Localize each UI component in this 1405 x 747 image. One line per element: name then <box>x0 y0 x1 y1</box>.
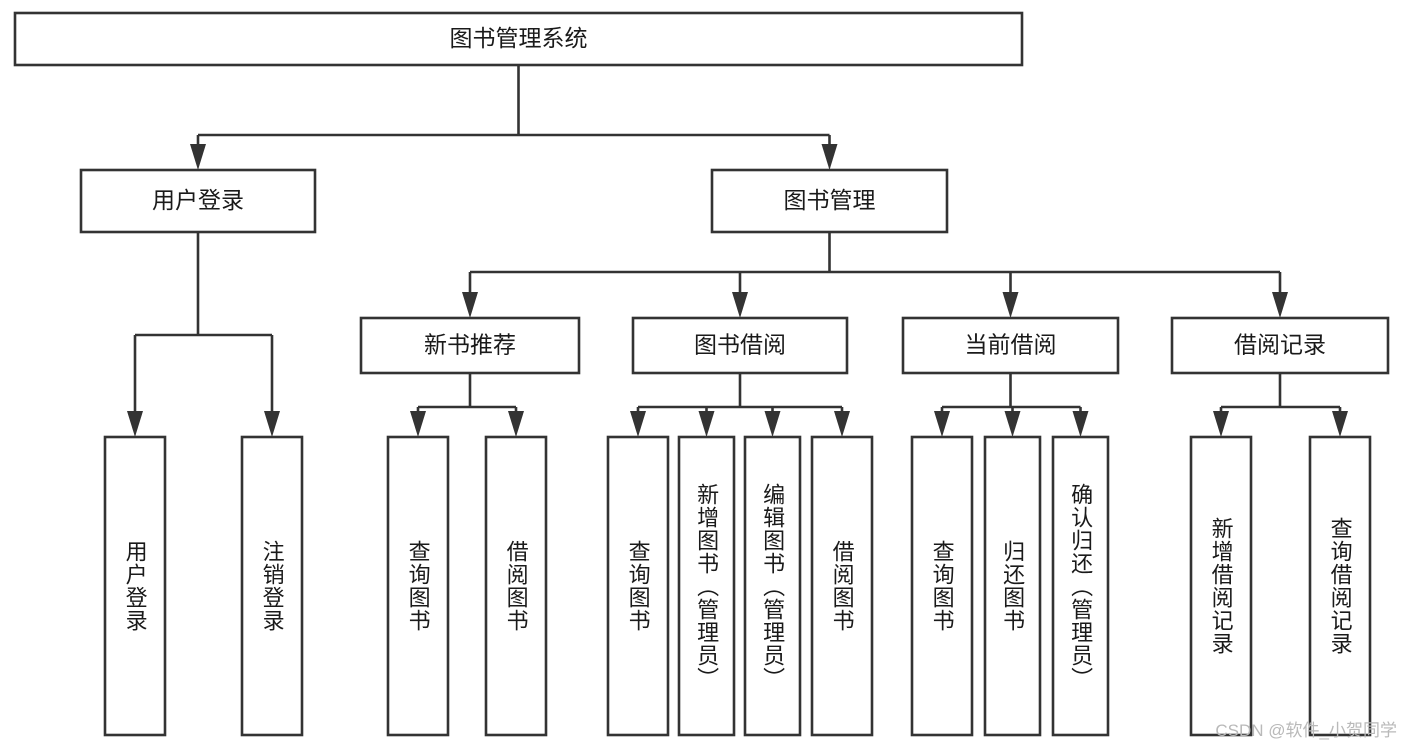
arrow-head-icon <box>934 411 950 437</box>
node-leaf-add-book[interactable] <box>677 435 736 737</box>
node-box[interactable] <box>1308 435 1372 737</box>
arrow-head-icon <box>1004 411 1021 437</box>
node-box[interactable] <box>1051 435 1110 737</box>
node-label: 图书借阅 <box>694 332 786 358</box>
arrow-head-icon <box>698 411 715 437</box>
arrow-head-icon <box>834 411 850 437</box>
node-label: 借阅记录 <box>1234 332 1326 358</box>
node-box[interactable] <box>743 435 802 737</box>
node-box[interactable] <box>901 316 1120 375</box>
arrow-head-icon <box>764 411 781 437</box>
node-leaf-edit-book[interactable] <box>743 435 802 737</box>
node-leaf-query-book-2[interactable] <box>606 435 670 737</box>
arrow-head-icon <box>732 292 748 318</box>
node-label: 图书管理 <box>784 187 876 213</box>
edge-layer <box>127 65 1348 437</box>
node-box[interactable] <box>606 435 670 737</box>
node-leaf-add-borrow-record[interactable] <box>1189 435 1253 737</box>
node-label: 用户登录 <box>152 187 244 213</box>
arrow-head-icon <box>508 411 524 437</box>
node-box[interactable] <box>240 435 304 737</box>
node-leaf-user-login[interactable] <box>103 435 167 737</box>
node-box[interactable] <box>1170 316 1390 375</box>
node-root[interactable]: 图书管理系统 <box>13 11 1024 67</box>
node-box[interactable] <box>484 435 548 737</box>
arrow-head-icon <box>127 411 143 437</box>
node-label: 当前借阅 <box>965 332 1057 358</box>
arrow-head-icon <box>630 411 646 437</box>
node-user-login[interactable]: 用户登录 <box>79 168 317 234</box>
node-box[interactable] <box>13 11 1024 67</box>
arrow-head-icon <box>264 411 280 437</box>
node-box[interactable] <box>631 316 849 375</box>
arrow-head-icon <box>1332 411 1348 437</box>
watermark: CSDN @软件_小贺同学 <box>1215 721 1397 740</box>
node-leaf-borrow-book-2[interactable] <box>810 435 874 737</box>
node-label: 图书管理系统 <box>450 25 588 51</box>
arrow-head-icon <box>1272 292 1288 318</box>
arrow-head-icon <box>1072 411 1089 437</box>
node-leaf-query-book-1[interactable] <box>386 435 450 737</box>
arrow-head-icon <box>821 144 838 170</box>
node-box[interactable] <box>103 435 167 737</box>
node-book-manage[interactable]: 图书管理 <box>710 168 949 234</box>
node-box[interactable] <box>1189 435 1253 737</box>
arrow-head-icon <box>462 292 478 318</box>
node-leaf-logout-login[interactable] <box>240 435 304 737</box>
arrow-head-icon <box>410 411 426 437</box>
node-box[interactable] <box>983 435 1042 737</box>
node-box[interactable] <box>386 435 450 737</box>
node-book-borrow[interactable]: 图书借阅 <box>631 316 849 375</box>
node-box[interactable] <box>810 435 874 737</box>
arrow-head-icon <box>190 144 206 170</box>
arrow-head-icon <box>1213 411 1229 437</box>
node-leaf-borrow-book-1[interactable] <box>484 435 548 737</box>
node-borrow-record[interactable]: 借阅记录 <box>1170 316 1390 375</box>
node-leaf-query-book-3[interactable] <box>910 435 974 737</box>
node-box[interactable] <box>910 435 974 737</box>
node-leaf-query-borrow-record[interactable] <box>1308 435 1372 737</box>
node-leaf-return-book[interactable] <box>983 435 1042 737</box>
node-box[interactable] <box>359 316 581 375</box>
node-current-borrow[interactable]: 当前借阅 <box>901 316 1120 375</box>
node-label: 新书推荐 <box>424 332 516 358</box>
node-box[interactable] <box>710 168 949 234</box>
node-box[interactable] <box>79 168 317 234</box>
arrow-head-icon <box>1002 292 1019 318</box>
node-new-book-recommend[interactable]: 新书推荐 <box>359 316 581 375</box>
node-box[interactable] <box>677 435 736 737</box>
node-leaf-confirm-return[interactable] <box>1051 435 1110 737</box>
